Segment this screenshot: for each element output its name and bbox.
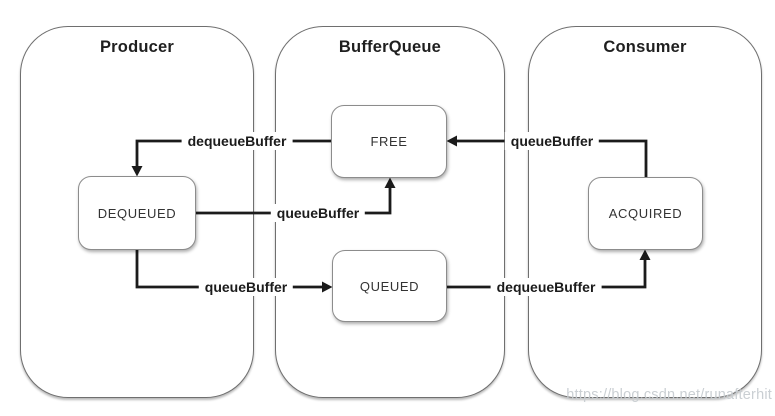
watermark-url: https://blog.csdn.net/runafterhit (566, 387, 772, 403)
state-acquired-label: ACQUIRED (608, 206, 683, 221)
edge-label-queued-to-acquired: dequeueBuffer (490, 278, 602, 296)
state-acquired: ACQUIRED (588, 177, 703, 250)
state-free-label: FREE (370, 134, 408, 149)
edge-label-acquired-to-free: queueBuffer (504, 132, 600, 150)
lane-consumer-title: Consumer (603, 38, 687, 56)
lane-producer-title: Producer (99, 38, 175, 56)
lane-bufferqueue-title: BufferQueue (338, 38, 442, 56)
edge-label-dequeued-to-free: queueBuffer (270, 204, 366, 222)
edge-label-dequeued-to-queued: queueBuffer (198, 278, 294, 296)
state-free: FREE (331, 105, 447, 178)
state-dequeued: DEQUEUED (78, 176, 196, 250)
state-dequeued-label: DEQUEUED (97, 205, 177, 221)
state-queued: QUEUED (332, 250, 447, 322)
edge-label-free-to-dequeued: dequeueBuffer (181, 132, 293, 150)
state-queued-label: QUEUED (359, 278, 420, 294)
